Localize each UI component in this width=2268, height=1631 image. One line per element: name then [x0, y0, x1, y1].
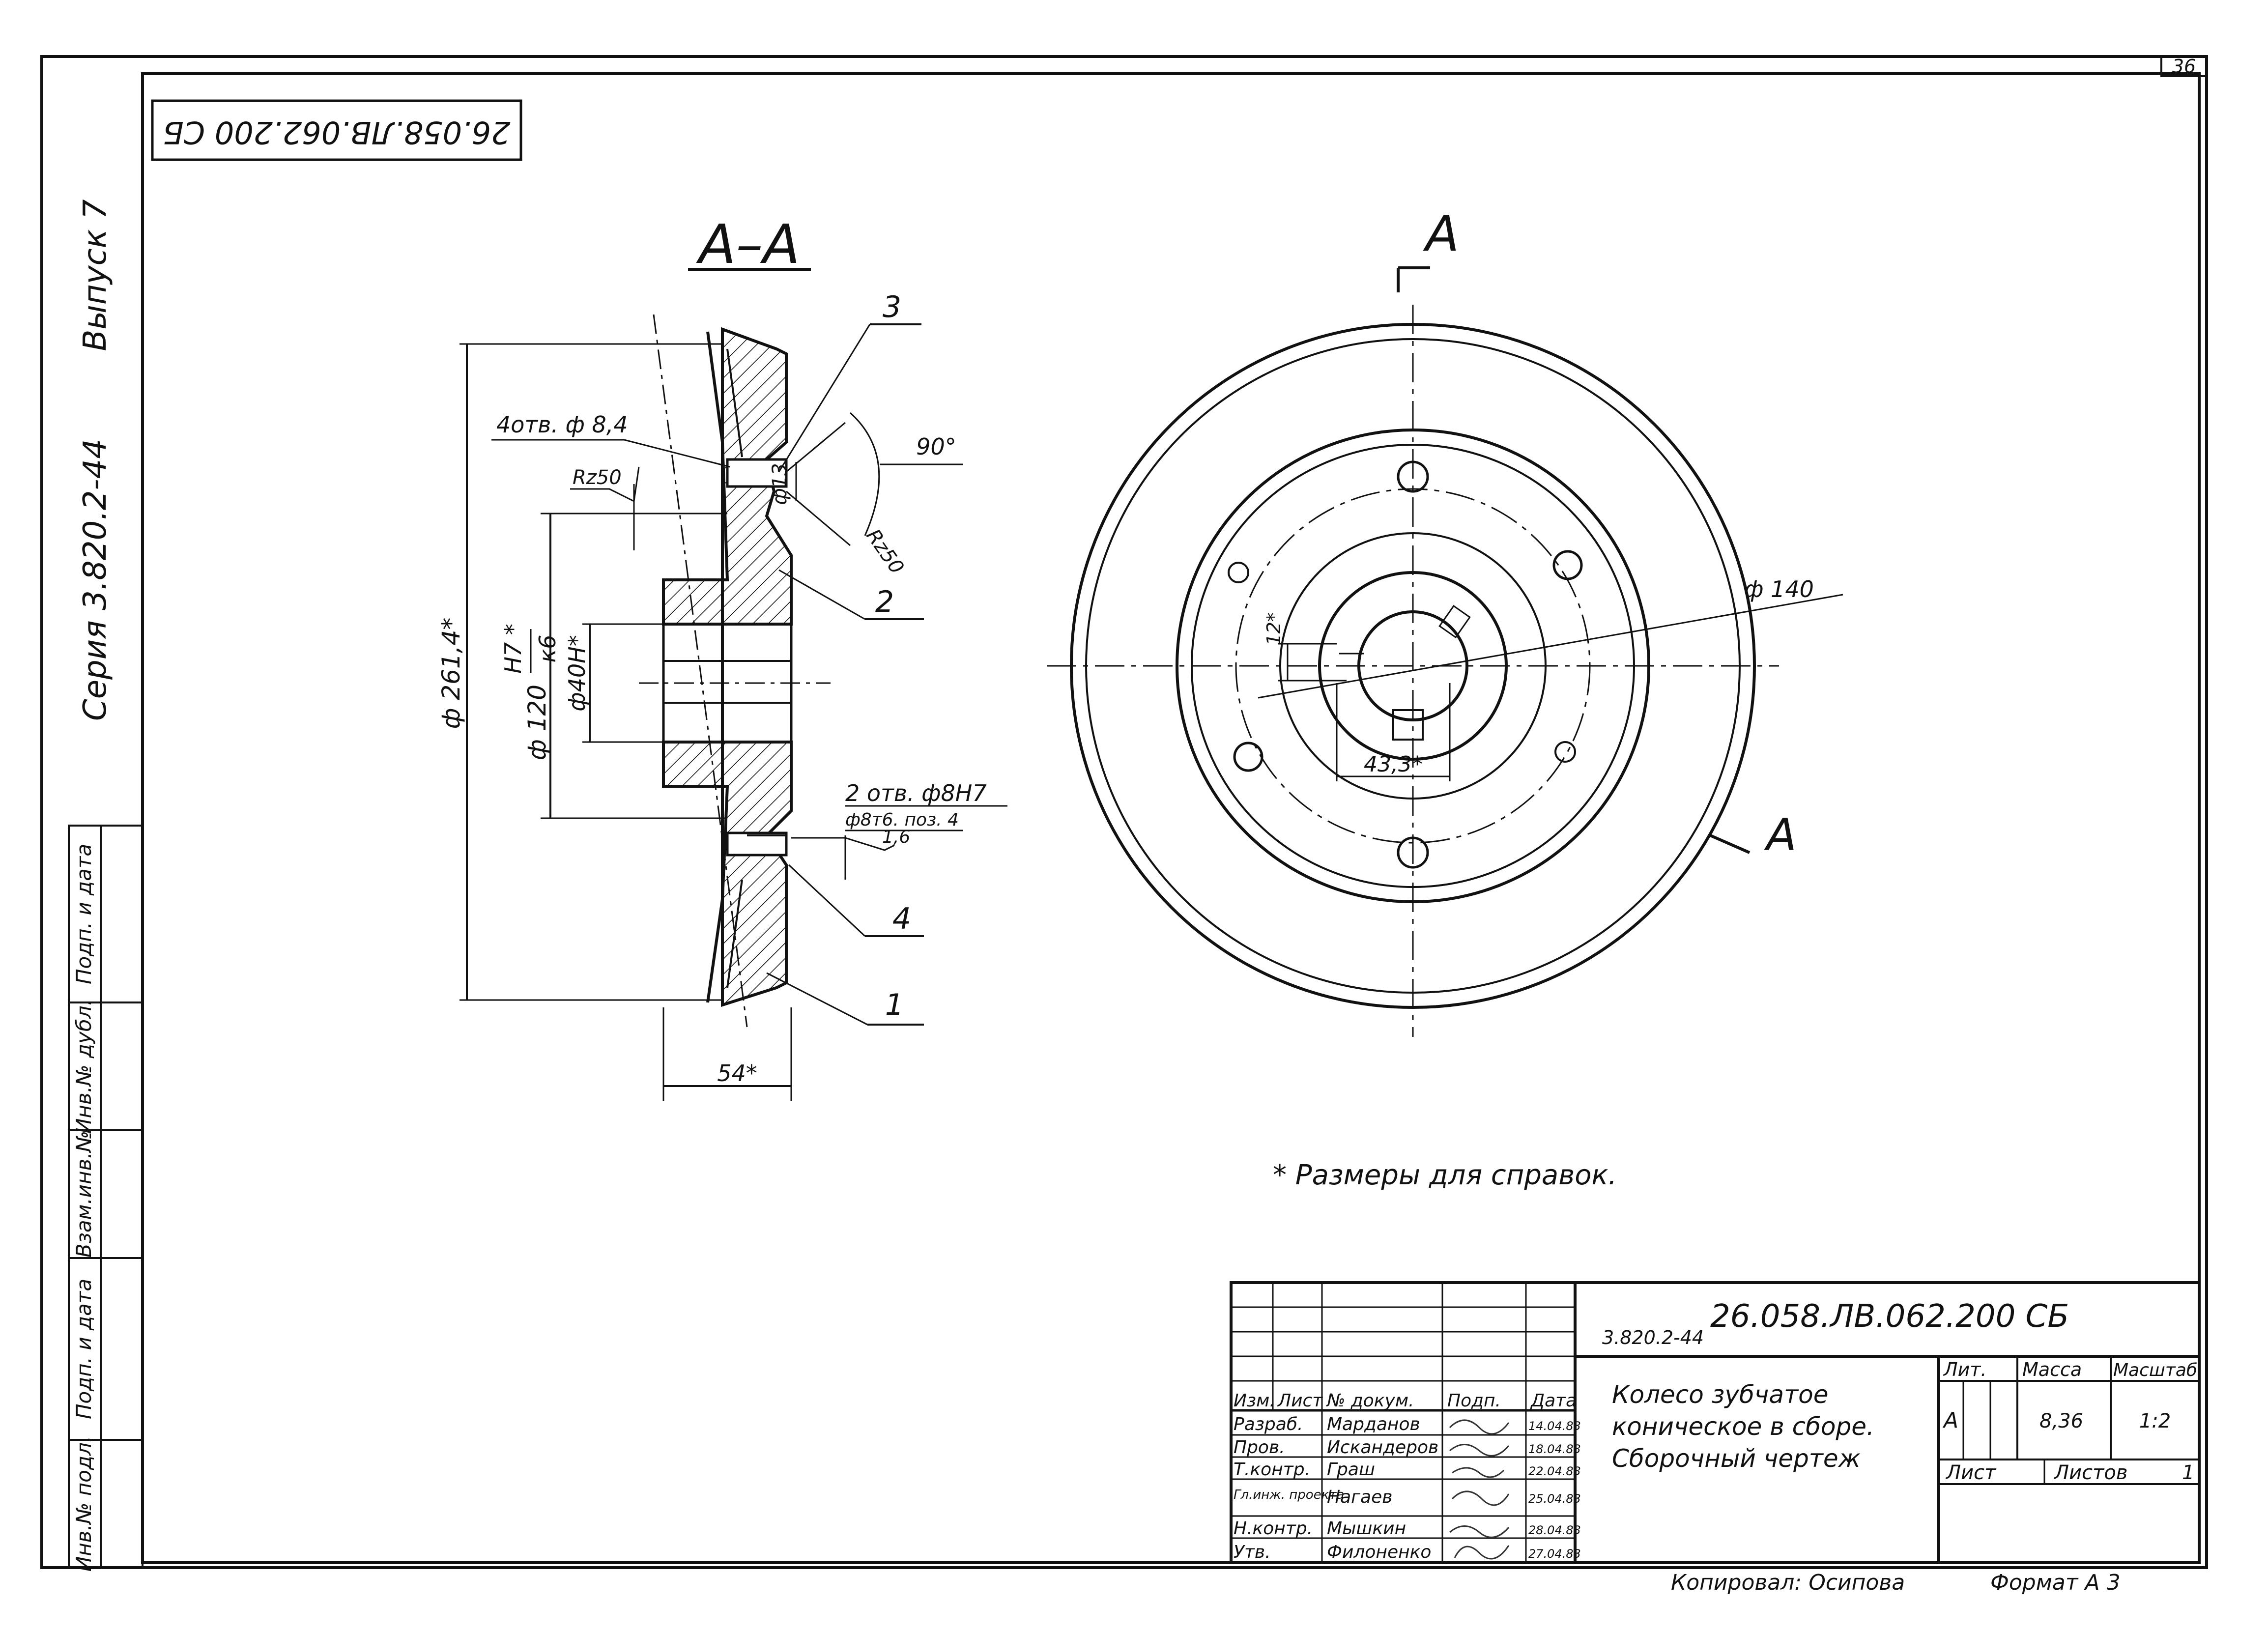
reference-note: * Размеры для справок. — [1273, 1159, 1617, 1191]
row-role-4: Гл.инж. проекта — [1234, 1488, 1344, 1502]
dim-fit-bottom: к6 — [534, 634, 561, 662]
dim-d120: ф 120 — [523, 685, 551, 760]
gear-section-bottom — [662, 741, 793, 1007]
lit-label: Лит. — [1943, 1359, 1987, 1380]
position-2: 2 — [875, 585, 894, 619]
signatures — [1449, 1419, 1510, 1560]
sheet-number: 36 — [2172, 56, 2196, 77]
scale-value: 1:2 — [2139, 1410, 2171, 1432]
doc-name-line-1: Колесо зубчатое — [1612, 1380, 1828, 1409]
col-date: Дата — [1530, 1391, 1577, 1411]
sidebar-cell-3: Взам.инв.№ — [72, 1131, 96, 1258]
series-label: Серия 3.820.2-44 — [77, 439, 114, 721]
doc-name-line-3: Сборочный чертеж — [1612, 1444, 1861, 1473]
sidebar-cell-2: Инв.№ дубл. — [72, 999, 96, 1134]
section-view: А–А ф 261,4* ф 120 H7 * к6 — [437, 213, 1007, 1101]
cut-label-top: А — [1423, 205, 1459, 262]
row-date-4: 25.04.83 — [1528, 1492, 1581, 1506]
row-role-6: Утв. — [1234, 1542, 1271, 1562]
doc-name-line-2: коническое в сборе. — [1612, 1412, 1874, 1441]
row-date-3: 22.04.83 — [1528, 1464, 1581, 1478]
title-block: Изм. Лист № докум. Подп. Дата Разраб. Ма… — [1230, 1281, 2201, 1564]
issue-label: Выпуск 7 — [77, 199, 114, 351]
row-date-1: 14.04.83 — [1528, 1419, 1581, 1433]
position-3: 3 — [883, 290, 901, 324]
cut-label-bottom: А — [1764, 809, 1797, 861]
row-name-2: Искандеров — [1327, 1437, 1438, 1458]
col-doc: № докум. — [1326, 1391, 1414, 1411]
label-rz-right: Rz50 — [861, 525, 908, 578]
sheet-frame — [40, 55, 2208, 1569]
dim-width: 54* — [717, 1060, 757, 1087]
label-depth: 1,6 — [882, 827, 910, 847]
sheets-label: Листов — [2053, 1461, 2127, 1484]
row-role-1: Разраб. — [1234, 1414, 1303, 1434]
mass-label: Масса — [2022, 1359, 2082, 1380]
document-number: 26.058.ЛВ.062.200 СБ — [1710, 1298, 2069, 1335]
sidebar-cell-4: Подп. и дата — [72, 1279, 96, 1419]
sidebar-cell-1: Подп. и дата — [72, 844, 96, 984]
label-holes-2: 2 отв. ф8Н7 — [845, 780, 987, 806]
dim-d12: 12* — [1263, 612, 1285, 645]
row-name-5: Мышкин — [1327, 1518, 1406, 1539]
mass-value: 8,36 — [2039, 1410, 2083, 1432]
position-1: 1 — [885, 988, 904, 1022]
row-name-3: Граш — [1327, 1459, 1375, 1480]
section-title: А–А — [696, 213, 800, 276]
top-stamp-text: 26.058.ЛВ.062.200 СБ — [163, 114, 510, 150]
row-role-3: Т.контр. — [1234, 1459, 1310, 1480]
copied-by: Копировал: Осипова — [1671, 1570, 1905, 1595]
row-date-2: 18.04.83 — [1528, 1442, 1581, 1456]
label-angle: 90° — [916, 433, 956, 460]
dim-fit-top: H7 * — [500, 624, 526, 673]
series-code: 3.820.2-44 — [1602, 1327, 1704, 1348]
lit-value: А — [1942, 1408, 1958, 1433]
row-role-2: Пров. — [1234, 1437, 1285, 1458]
row-name-4: Нагаев — [1327, 1487, 1392, 1507]
col-izm: Изм. — [1234, 1391, 1275, 1411]
sheet-format: Формат А 3 — [1990, 1570, 2121, 1595]
left-sidebar: Выпуск 7 Серия 3.820.2-44 Подп. и дата И… — [68, 199, 144, 1572]
col-list: Лист — [1277, 1391, 1323, 1411]
label-holes-4: 4отв. ф 8,4 — [496, 411, 628, 438]
position-4: 4 — [892, 902, 911, 936]
row-name-1: Марданов — [1327, 1414, 1420, 1434]
scale-label: Масштаб — [2113, 1360, 2197, 1380]
dim-d261: ф 261,4* — [437, 618, 465, 729]
row-date-6: 27.04.83 — [1528, 1547, 1581, 1561]
sidebar-cell-5: Инв.№ подл. — [72, 1436, 96, 1572]
row-role-5: Н.контр. — [1234, 1518, 1313, 1539]
dim-d43: 43,3* — [1364, 752, 1423, 777]
sheet-label: Лист — [1945, 1461, 1997, 1484]
sheets-value: 1 — [2182, 1461, 2194, 1484]
col-sign: Подп. — [1447, 1391, 1501, 1411]
dim-d40: ф40Н* — [564, 635, 590, 711]
label-pin: ф8т6. поз. 4 — [845, 810, 959, 830]
label-rz-left: Rz50 — [573, 466, 622, 489]
row-name-6: Филоненко — [1327, 1542, 1431, 1562]
plan-view: А А ф 140 12* — [1047, 205, 1843, 1037]
row-date-5: 28.04.83 — [1528, 1523, 1581, 1537]
dim-d140: ф 140 — [1744, 576, 1814, 602]
top-stamp: 26.058.ЛВ.062.200 СБ — [151, 99, 522, 161]
